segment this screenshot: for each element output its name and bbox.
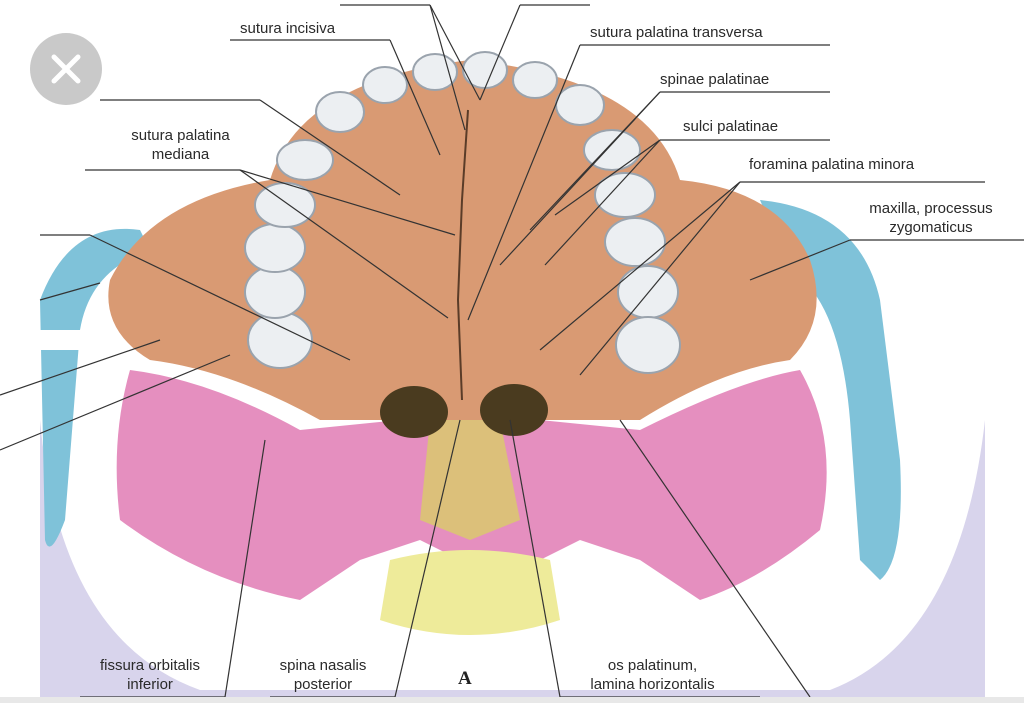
label-os-1: os palatinum, [607, 657, 698, 674]
label-sutura-palatina-transversa: sutura palatina transversa [590, 24, 763, 41]
label-sutura-palatina-mediana-1: sutura palatina [131, 127, 230, 144]
plate-letter: A [458, 668, 472, 689]
lower-skull-region [40, 420, 985, 700]
zygomatic-arch-right [760, 200, 901, 580]
choana-left [380, 386, 448, 438]
label-sulci-palatinae: sulci palatinae [683, 118, 779, 135]
label-maxilla-1: maxilla, processus [869, 200, 993, 217]
vomer [420, 420, 520, 540]
teeth [244, 51, 681, 374]
label-os-2: lamina horizontalis [590, 676, 715, 693]
label-foramina-palatina-minora: foramina palatina minora [749, 156, 915, 173]
choana-right [480, 384, 548, 436]
median-palatine-suture [456, 109, 469, 401]
close-icon [51, 54, 81, 84]
label-maxilla-2: zygomaticus [889, 219, 973, 236]
close-button[interactable] [30, 33, 102, 105]
label-sutura-incisiva: sutura incisiva [240, 20, 336, 37]
label-spina-1: spina nasalis [279, 657, 367, 674]
label-fissura-2: inferior [127, 676, 173, 693]
label-spinae-palatinae: spinae palatinae [660, 71, 770, 88]
maxilla-body [108, 60, 817, 420]
label-sutura-palatina-mediana-2: mediana [151, 146, 210, 163]
bottom-bar [0, 697, 1024, 703]
basi-occiput [380, 550, 560, 635]
leader-lines [0, 4, 1024, 698]
zygomatic-arch-left [40, 228, 150, 547]
label-fissura-1: fissura orbitalis [99, 657, 201, 674]
label-spina-2: posterior [293, 676, 353, 693]
